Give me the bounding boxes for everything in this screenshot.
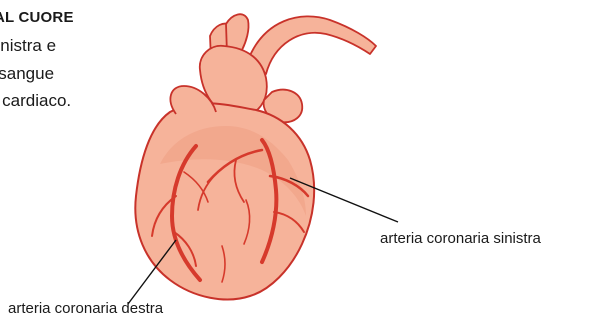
label-right-coronary-artery: arteria coronaria destra	[8, 300, 163, 317]
label-left-coronary-artery: arteria coronaria sinistra	[380, 230, 541, 247]
